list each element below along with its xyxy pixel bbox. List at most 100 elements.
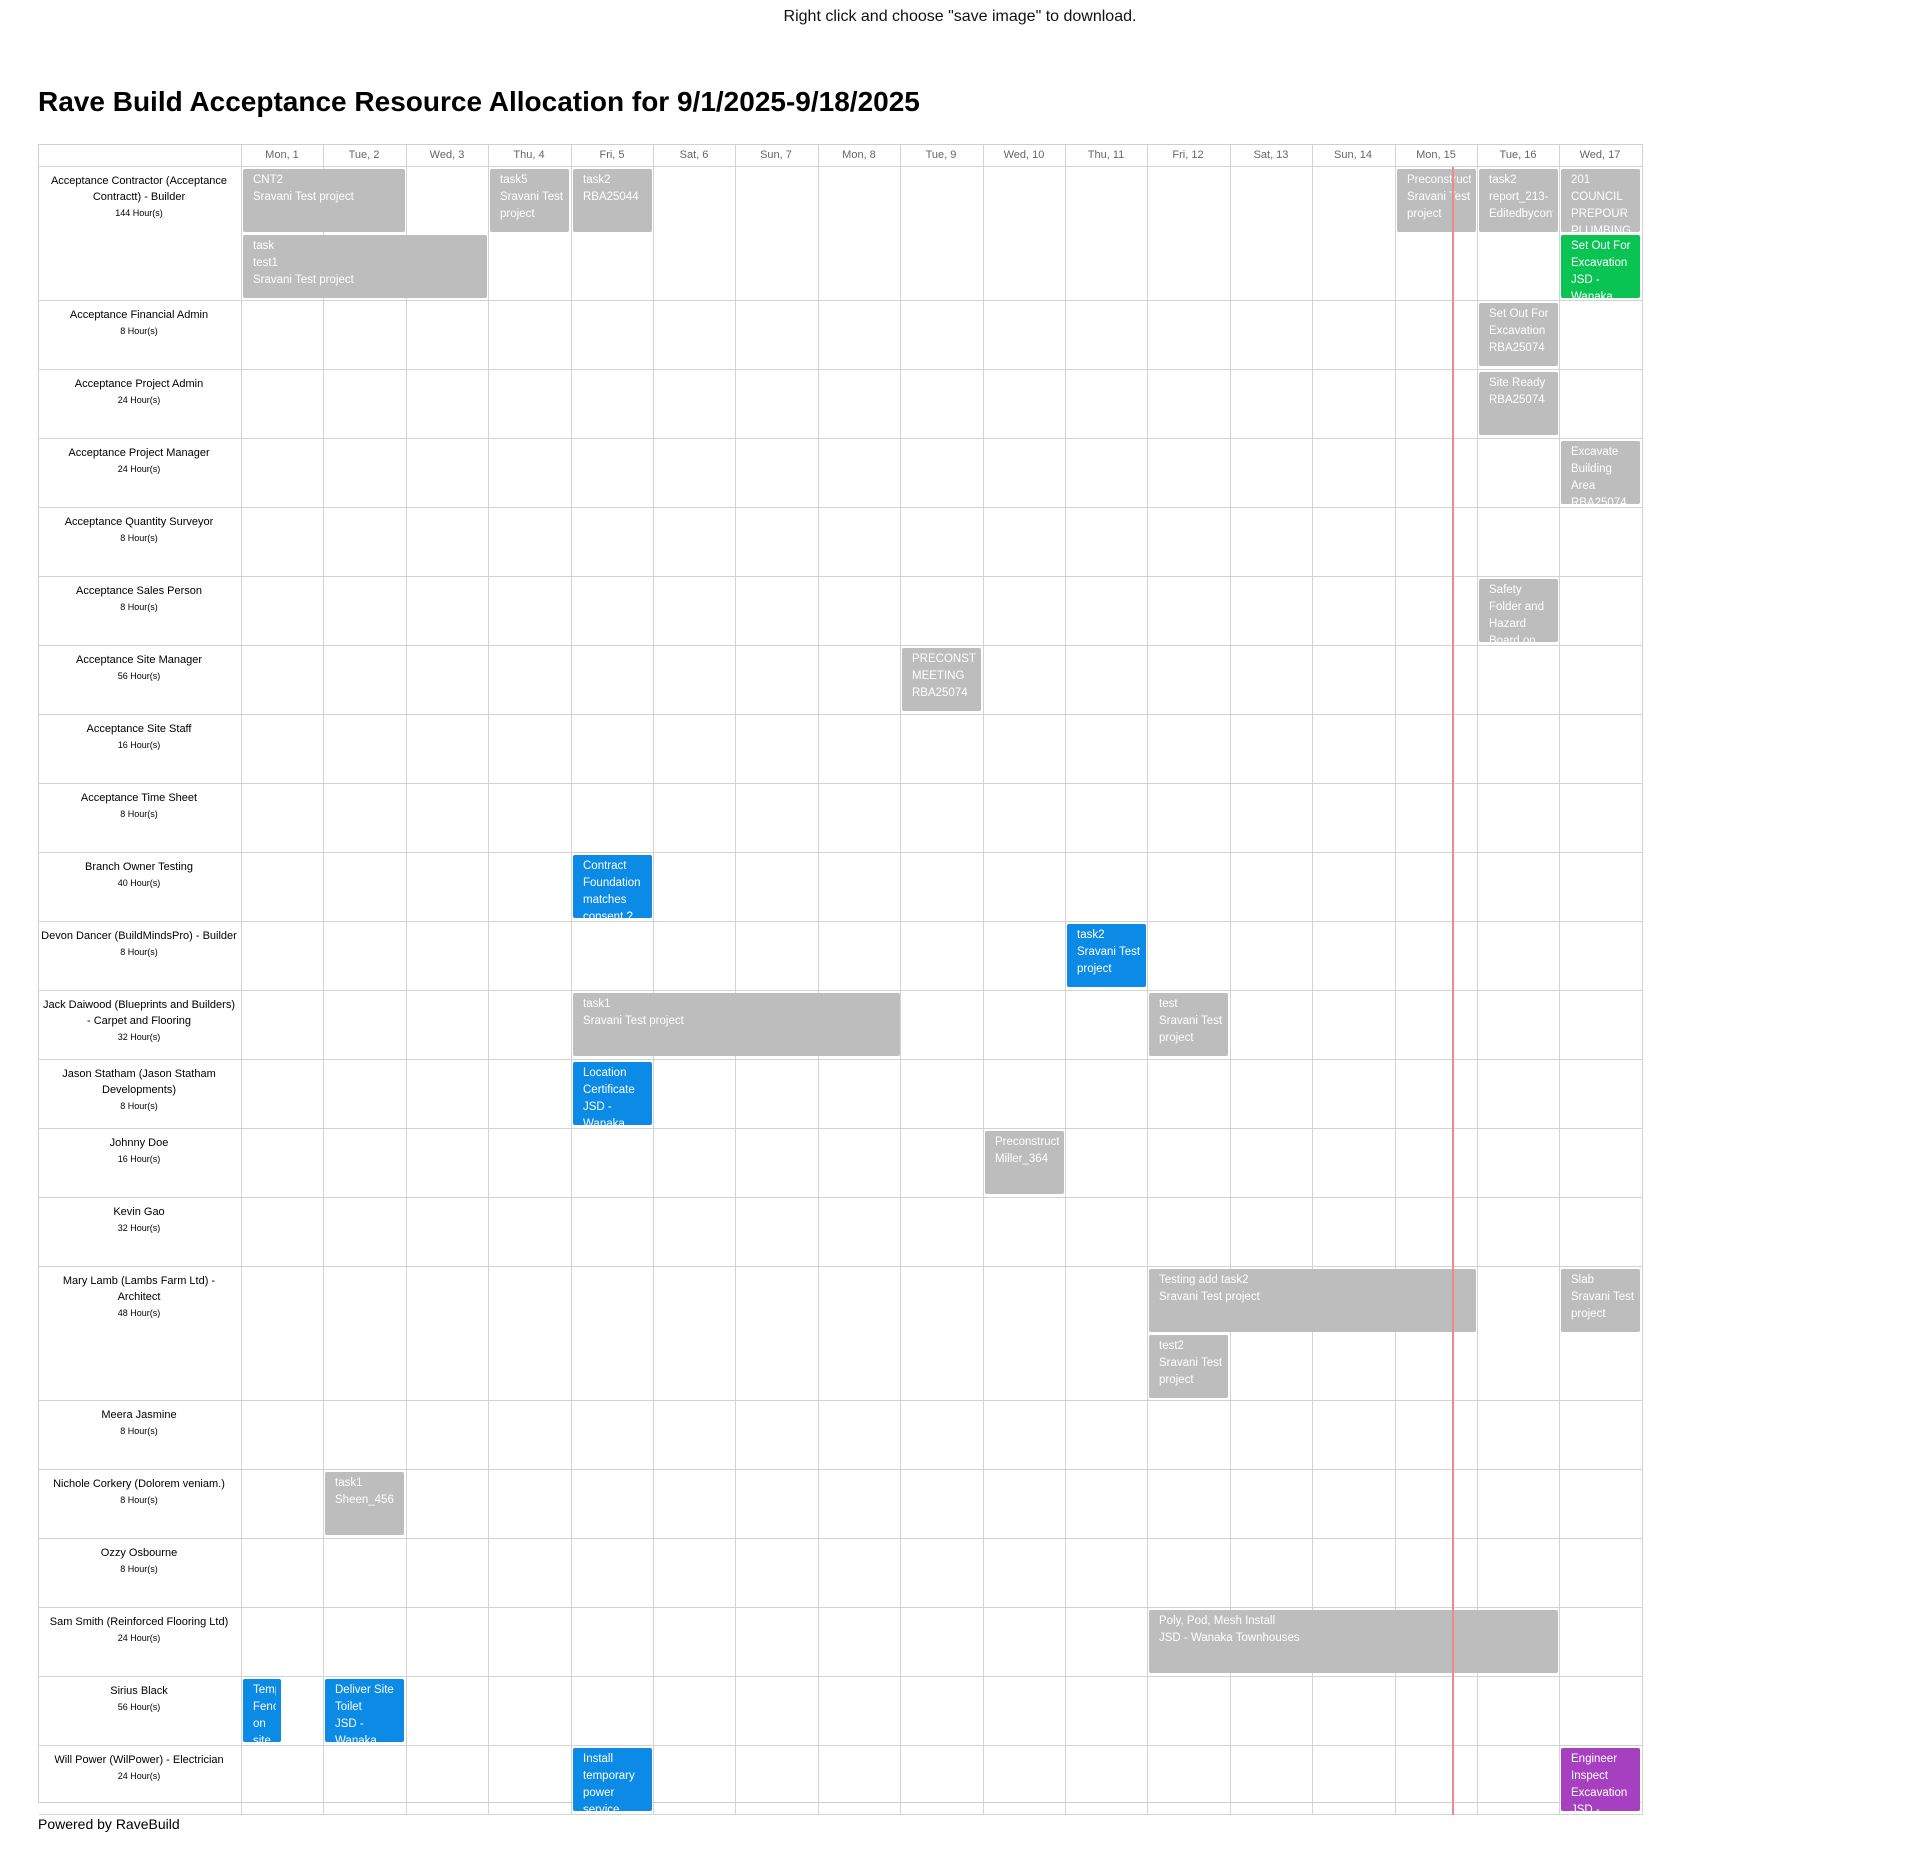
event-text: RBA25074: [1489, 342, 1545, 354]
row-divider: [39, 1538, 1642, 1539]
event-text: JSD -: [1571, 274, 1600, 286]
event-text: project: [1571, 1308, 1606, 1320]
event-text: RBA25074: [1489, 394, 1545, 406]
resource-hours: 8 Hour(s): [120, 809, 158, 819]
resource-label: Sam Smith (Reinforced Flooring Ltd)24 Ho…: [41, 1608, 237, 1677]
resource-label: Jack Daiwood (Blueprints and Builders) -…: [41, 991, 237, 1060]
resource-name: Acceptance Project Manager: [68, 447, 210, 459]
grid-column-line: [900, 145, 901, 1815]
resource-name: Sirius Black: [110, 1685, 168, 1697]
resource-hours: 56 Hour(s): [117, 1702, 161, 1712]
event-text: PLUMBING: [1571, 225, 1632, 232]
resource-hours: 8 Hour(s): [120, 533, 158, 543]
event-text: Testing add task2: [1159, 1274, 1249, 1286]
event-text: Miller_364: [995, 1153, 1049, 1165]
event-text: Fencing: [253, 1701, 276, 1713]
allocation-event[interactable]: TempFencingonsite: [243, 1679, 281, 1742]
event-text: Install: [583, 1753, 614, 1765]
resource-label: Mary Lamb (Lambs Farm Ltd) - Architect 48…: [41, 1267, 237, 1401]
event-text: Site Ready: [1489, 377, 1546, 389]
resource-label: Acceptance Contractor (Acceptance Contra…: [41, 167, 237, 301]
event-text: JSD -: [583, 1101, 612, 1113]
row-divider: [39, 1400, 1642, 1401]
event-text: task1: [335, 1477, 363, 1489]
event-text: Location: [583, 1067, 627, 1079]
event-text: Foundation: [583, 877, 641, 889]
day-header: Mon, 8: [842, 149, 876, 161]
resource-hours: 8 Hour(s): [120, 1426, 158, 1436]
allocation-event[interactable]: PRECONSTRUCTIONMEETINGRBA25074: [902, 648, 981, 711]
event-text: Set Out For: [1571, 240, 1631, 252]
row-divider: [39, 438, 1642, 439]
day-header: Sun, 14: [1334, 149, 1372, 161]
row-divider: [39, 369, 1642, 370]
event-text: Sravani Test project: [253, 191, 354, 203]
event-text: RBA25074: [1571, 497, 1627, 504]
resource-name: Johnny Doe: [109, 1137, 169, 1149]
event-text: Excavation: [1489, 325, 1546, 337]
event-text: Building: [1571, 463, 1612, 475]
resource-hours: 24 Hour(s): [117, 395, 161, 405]
resource-hours: 48 Hour(s): [117, 1308, 161, 1318]
event-text: Sravani Test: [500, 191, 564, 203]
day-header: Sun, 7: [760, 149, 792, 161]
allocation-event[interactable]: PreconstructionMiller_364: [985, 1131, 1064, 1194]
event-text: Sravani Test project: [583, 1015, 684, 1027]
resource-name: Branch Owner Testing: [84, 861, 194, 873]
resource-name: Mary Lamb (Lambs Farm Ltd) - Architect: [62, 1275, 216, 1303]
resource-hours: 16 Hour(s): [117, 740, 161, 750]
grid-column-line: [241, 145, 242, 1815]
resource-name: Acceptance Site Staff: [86, 723, 192, 735]
event-text: Deliver Site: [335, 1684, 394, 1696]
resource-label: Jason Statham (Jason Statham Development…: [41, 1060, 237, 1129]
event-text: task2: [583, 174, 611, 186]
resource-name: Devon Dancer (BuildMindsPro) - Builder: [41, 930, 237, 942]
event-text: Set Out For: [1489, 308, 1549, 320]
resource-hours: 8 Hour(s): [120, 326, 158, 336]
grid-column-line: [323, 145, 324, 1815]
row-divider: [39, 1469, 1642, 1470]
event-text: matches: [583, 894, 627, 906]
resource-hours: 8 Hour(s): [120, 602, 158, 612]
event-text: Hazard: [1489, 618, 1527, 630]
event-text: Temp: [253, 1684, 276, 1696]
day-header: Fri, 12: [1172, 149, 1204, 161]
event-text: task2: [1077, 929, 1105, 941]
event-text: test1: [253, 257, 278, 269]
resource-hours: 24 Hour(s): [117, 1771, 161, 1781]
event-text: Poly, Pod, Mesh Install: [1159, 1615, 1276, 1627]
row-divider: [39, 576, 1642, 577]
grid-column-line: [1147, 145, 1148, 1815]
row-divider: [39, 990, 1642, 991]
